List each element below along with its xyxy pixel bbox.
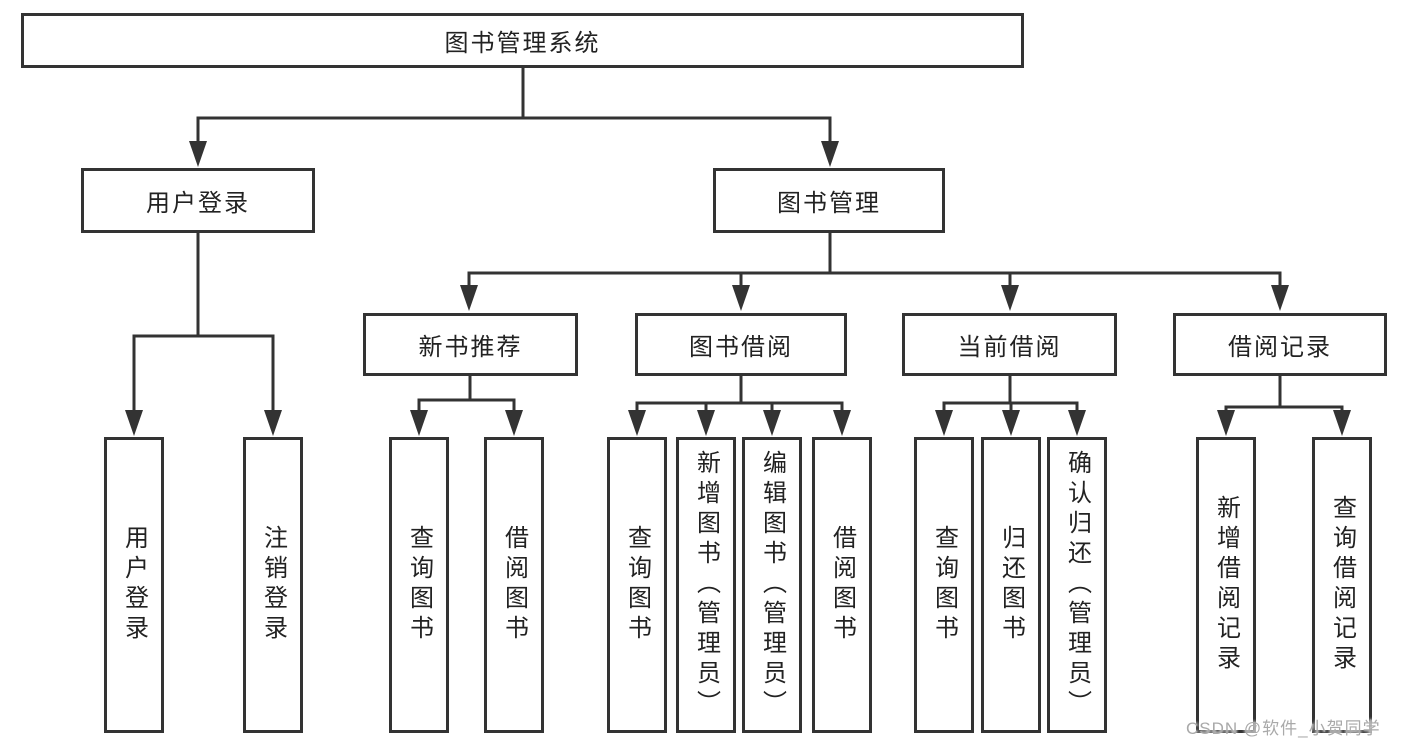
leaf-return-book: 归还图书 — [981, 437, 1041, 733]
arrow-down-icon — [833, 410, 851, 436]
arrow-down-icon — [1068, 410, 1086, 436]
leaf-add-borrow-record-label: 新增借阅记录 — [1212, 495, 1240, 675]
watermark-text: CSDN @软件_小贺同学 — [1186, 719, 1381, 738]
arrow-down-icon — [1333, 410, 1351, 436]
arrow-down-icon — [1271, 285, 1289, 311]
node-book-borrow-label: 图书借阅 — [689, 334, 793, 361]
leaf-add-book-admin-label: 新增图书（管理员） — [692, 450, 720, 720]
leaf-logout-label: 注销登录 — [259, 525, 287, 645]
edge-root-to-level1 — [196, 68, 832, 146]
node-new-book-recommend: 新书推荐 — [363, 313, 578, 376]
arrow-down-icon — [935, 410, 953, 436]
node-borrow-records: 借阅记录 — [1173, 313, 1387, 376]
arrow-down-icon — [732, 285, 750, 311]
leaf-logout: 注销登录 — [243, 437, 303, 733]
leaf-borrow-books-recommend: 借阅图书 — [484, 437, 544, 733]
arrow-down-icon — [264, 410, 282, 436]
leaf-edit-book-admin: 编辑图书（管理员） — [742, 437, 802, 733]
edge-borrowrecords-to-leaves — [1224, 376, 1344, 416]
node-user-login-label: 用户登录 — [146, 190, 250, 217]
node-root-label: 图书管理系统 — [444, 30, 601, 57]
edge-currentborrow-to-leaves — [942, 376, 1079, 416]
leaf-query-books-borrow: 查询图书 — [607, 437, 667, 733]
edge-bookmgmt-to-level2 — [467, 233, 1282, 290]
leaf-query-books-borrow-label: 查询图书 — [623, 525, 651, 645]
node-root: 图书管理系统 — [21, 13, 1024, 68]
leaf-borrow-books-recommend-label: 借阅图书 — [500, 525, 528, 645]
leaf-edit-book-admin-label: 编辑图书（管理员） — [758, 450, 786, 720]
leaf-query-books-recommend-label: 查询图书 — [405, 525, 433, 645]
node-book-management-label: 图书管理 — [777, 190, 881, 217]
arrow-down-icon — [1217, 410, 1235, 436]
node-borrow-records-label: 借阅记录 — [1228, 334, 1332, 361]
arrow-down-icon — [189, 141, 207, 167]
leaf-borrow-books-borrow: 借阅图书 — [812, 437, 872, 733]
leaf-query-borrow-record: 查询借阅记录 — [1312, 437, 1372, 733]
leaf-borrow-books-borrow-label: 借阅图书 — [828, 525, 856, 645]
arrow-down-icon — [1002, 410, 1020, 436]
edge-userlogin-to-leaves — [132, 233, 275, 414]
leaf-add-borrow-record: 新增借阅记录 — [1196, 437, 1256, 733]
arrow-down-icon — [821, 141, 839, 167]
edge-newbook-to-leaves — [417, 376, 516, 414]
node-book-borrow: 图书借阅 — [635, 313, 847, 376]
node-book-management: 图书管理 — [713, 168, 945, 233]
leaf-confirm-return-admin-label: 确认归还（管理员） — [1063, 450, 1091, 720]
leaf-add-book-admin: 新增图书（管理员） — [676, 437, 736, 733]
arrow-down-icon — [697, 410, 715, 436]
arrow-down-icon — [505, 410, 523, 436]
leaf-query-books-current: 查询图书 — [914, 437, 974, 733]
leaf-query-borrow-record-label: 查询借阅记录 — [1328, 495, 1356, 675]
arrow-down-icon — [628, 410, 646, 436]
leaf-user-login-label: 用户登录 — [120, 525, 148, 645]
leaf-query-books-recommend: 查询图书 — [389, 437, 449, 733]
node-current-borrow: 当前借阅 — [902, 313, 1117, 376]
arrow-down-icon — [460, 285, 478, 311]
leaf-return-book-label: 归还图书 — [997, 525, 1025, 645]
arrow-down-icon — [1001, 285, 1019, 311]
arrow-down-icon — [410, 410, 428, 436]
node-user-login: 用户登录 — [81, 168, 315, 233]
leaf-confirm-return-admin: 确认归还（管理员） — [1047, 437, 1107, 733]
arrow-down-icon — [763, 410, 781, 436]
node-current-borrow-label: 当前借阅 — [957, 334, 1062, 361]
edge-bookborrow-to-leaves — [635, 376, 844, 416]
leaf-query-books-current-label: 查询图书 — [930, 525, 958, 645]
arrow-down-icon — [125, 410, 143, 436]
leaf-user-login: 用户登录 — [104, 437, 164, 733]
node-new-book-recommend-label: 新书推荐 — [418, 334, 523, 361]
